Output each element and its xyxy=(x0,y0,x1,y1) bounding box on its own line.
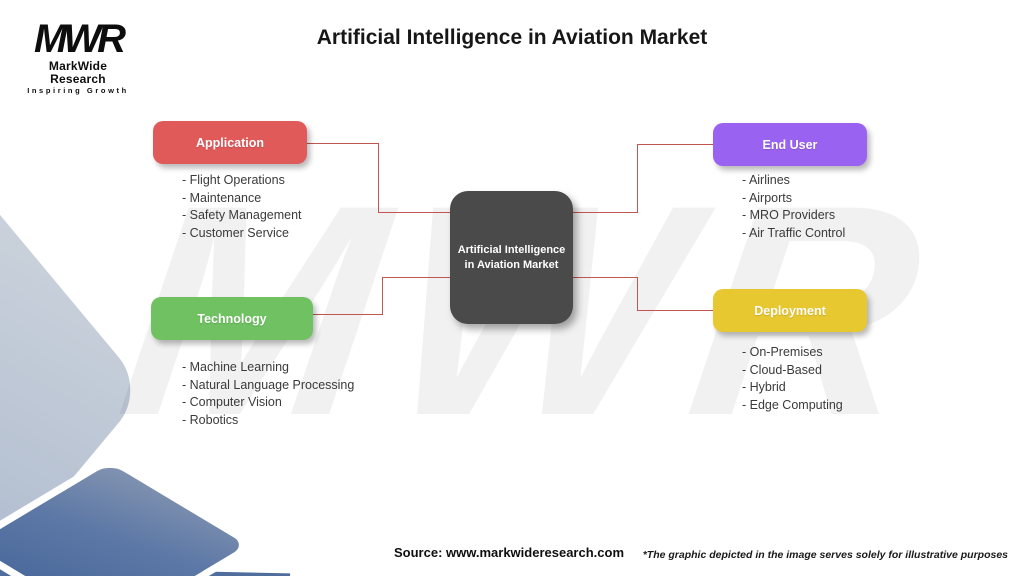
center-node-line2: in Aviation Market xyxy=(464,258,559,271)
connector-deployment xyxy=(637,310,713,311)
source-text: Source: www.markwideresearch.com xyxy=(394,545,625,560)
list-item: - MRO Providers xyxy=(742,208,836,223)
connector-end-user xyxy=(637,144,638,213)
logo-tagline: Inspiring Growth xyxy=(27,86,129,95)
list-item: - Flight Operations xyxy=(182,173,285,187)
connector-technology xyxy=(382,277,450,278)
end-user-box: End User xyxy=(713,123,867,166)
list-item: - Robotics xyxy=(182,412,239,427)
end-user-items: - Airlines - Airports - MRO Providers - … xyxy=(742,172,845,242)
connector-deployment xyxy=(573,277,637,278)
connector-deployment xyxy=(637,277,638,311)
page-title: Artificial Intelligence in Aviation Mark… xyxy=(316,26,708,49)
deployment-items: - On-Premises - Cloud-Based - Hybrid - E… xyxy=(742,344,843,414)
list-item: - Airlines xyxy=(742,173,790,187)
technology-items: - Machine Learning - Natural Language Pr… xyxy=(182,359,354,429)
connector-technology xyxy=(313,314,383,315)
connector-end-user xyxy=(573,212,637,213)
list-item: - Natural Language Processing xyxy=(182,377,355,392)
list-item: - Customer Service xyxy=(182,225,289,240)
connector-application xyxy=(378,143,379,213)
markwide-logo: MWR MarkWide Research Inspiring Growth xyxy=(22,18,134,95)
center-node-ai-aviation-market: Artificial Intelligence in Aviation Mark… xyxy=(450,191,573,324)
list-item: - Safety Management xyxy=(182,208,302,223)
list-item: - Hybrid xyxy=(742,380,786,395)
application-label: Application xyxy=(195,135,265,150)
list-item: - Air Traffic Control xyxy=(742,225,846,240)
connector-end-user xyxy=(637,144,713,145)
logo-monogram: MWR xyxy=(34,17,126,61)
connector-technology xyxy=(382,277,383,315)
application-items: - Flight Operations - Maintenance - Safe… xyxy=(182,172,302,242)
disclaimer-text: *The graphic depicted in the image serve… xyxy=(642,549,1008,561)
deployment-box: Deployment xyxy=(713,289,867,332)
connector-application xyxy=(307,143,379,144)
center-node-line1: Artificial Intelligence xyxy=(457,243,566,256)
list-item: - Maintenance xyxy=(182,190,262,205)
logo-name: MarkWide Research xyxy=(48,59,108,86)
technology-label: Technology xyxy=(197,311,267,326)
deployment-label: Deployment xyxy=(754,303,826,318)
list-item: - Computer Vision xyxy=(182,395,282,410)
end-user-label: End User xyxy=(762,137,818,152)
list-item: - Cloud-Based xyxy=(742,362,822,377)
application-box: Application xyxy=(153,121,307,164)
list-item: - Machine Learning xyxy=(182,360,290,374)
list-item: - Edge Computing xyxy=(742,397,843,412)
technology-box: Technology xyxy=(151,297,313,340)
connector-application xyxy=(378,212,450,213)
list-item: - Airports xyxy=(742,190,793,205)
list-item: - On-Premises xyxy=(742,345,823,359)
